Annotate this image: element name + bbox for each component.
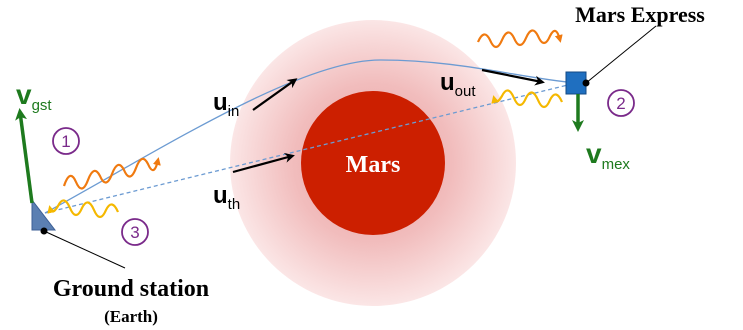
mars-planet (301, 91, 445, 235)
ground-station-leader (43, 230, 126, 269)
v-gst-arrow (15, 108, 34, 204)
step-2-label: 2 (616, 94, 625, 113)
uplink-wave-ground (62, 157, 161, 190)
mars-label: Mars (346, 152, 401, 178)
v-gst-label: vgst (16, 79, 52, 114)
downlink-wave-ground (47, 199, 120, 219)
downlink-wave-spacecraft (491, 89, 564, 109)
v-mex-label: vmex (586, 138, 630, 173)
u-in-label: uin (213, 89, 239, 120)
step-1-circle (52, 127, 80, 155)
uplink-wave-spacecraft (476, 29, 563, 49)
ground-station-antenna (31, 198, 57, 231)
straight-line-of-sight (44, 82, 577, 214)
earth-label: (Earth) (104, 307, 158, 326)
step-1-label: 1 (61, 132, 70, 151)
u-th-arrow (232, 153, 295, 174)
u-th-label: uth (213, 182, 240, 213)
bent-signal-path (44, 59, 577, 214)
u-out-label: uout (440, 69, 476, 100)
step-3-circle (121, 218, 149, 246)
spacecraft-label: Mars Express (575, 2, 705, 27)
step-3-label: 3 (130, 223, 139, 242)
ground-station-label: Ground station (53, 276, 209, 302)
u-out-arrow (481, 68, 545, 86)
u-in-arrow (252, 78, 298, 111)
spacecraft-leader (585, 25, 657, 84)
step-2-circle (607, 89, 635, 117)
